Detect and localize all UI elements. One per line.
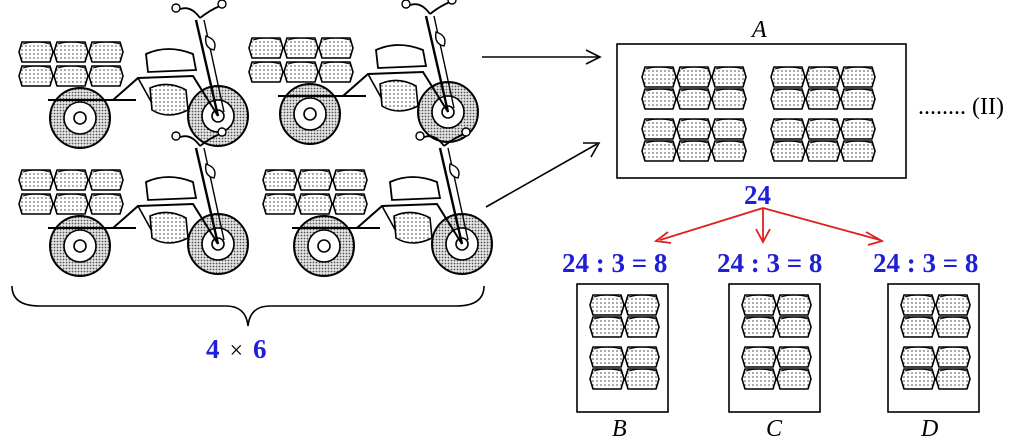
multiplication: 4 × 6 [206,334,267,364]
label-box-b: B [612,416,627,442]
division-b: 24 : 3 = 8 [562,248,668,278]
division-c: 24 : 3 = 8 [717,248,823,278]
mult-right: 6 [253,334,267,364]
label-box-c: C [766,416,783,442]
motorbike-top-left [19,0,248,148]
mult-left: 4 [206,334,220,364]
label-box-d: D [921,416,939,442]
motorbike-bottom-left [19,128,248,276]
mult-sign: × [229,338,244,364]
arrow-bottom-to-a [485,142,601,208]
label-box-a: A [752,17,767,43]
note-ii: ........ (II) [918,94,1004,120]
group-brace [11,285,485,327]
motorbike-top-right [249,0,478,144]
motorbike-bottom-right [263,128,492,276]
division-d: 24 : 3 = 8 [873,248,979,278]
total-label: 24 [744,180,771,210]
red-split-arrows [653,207,885,246]
arrow-top-to-a [482,49,602,65]
